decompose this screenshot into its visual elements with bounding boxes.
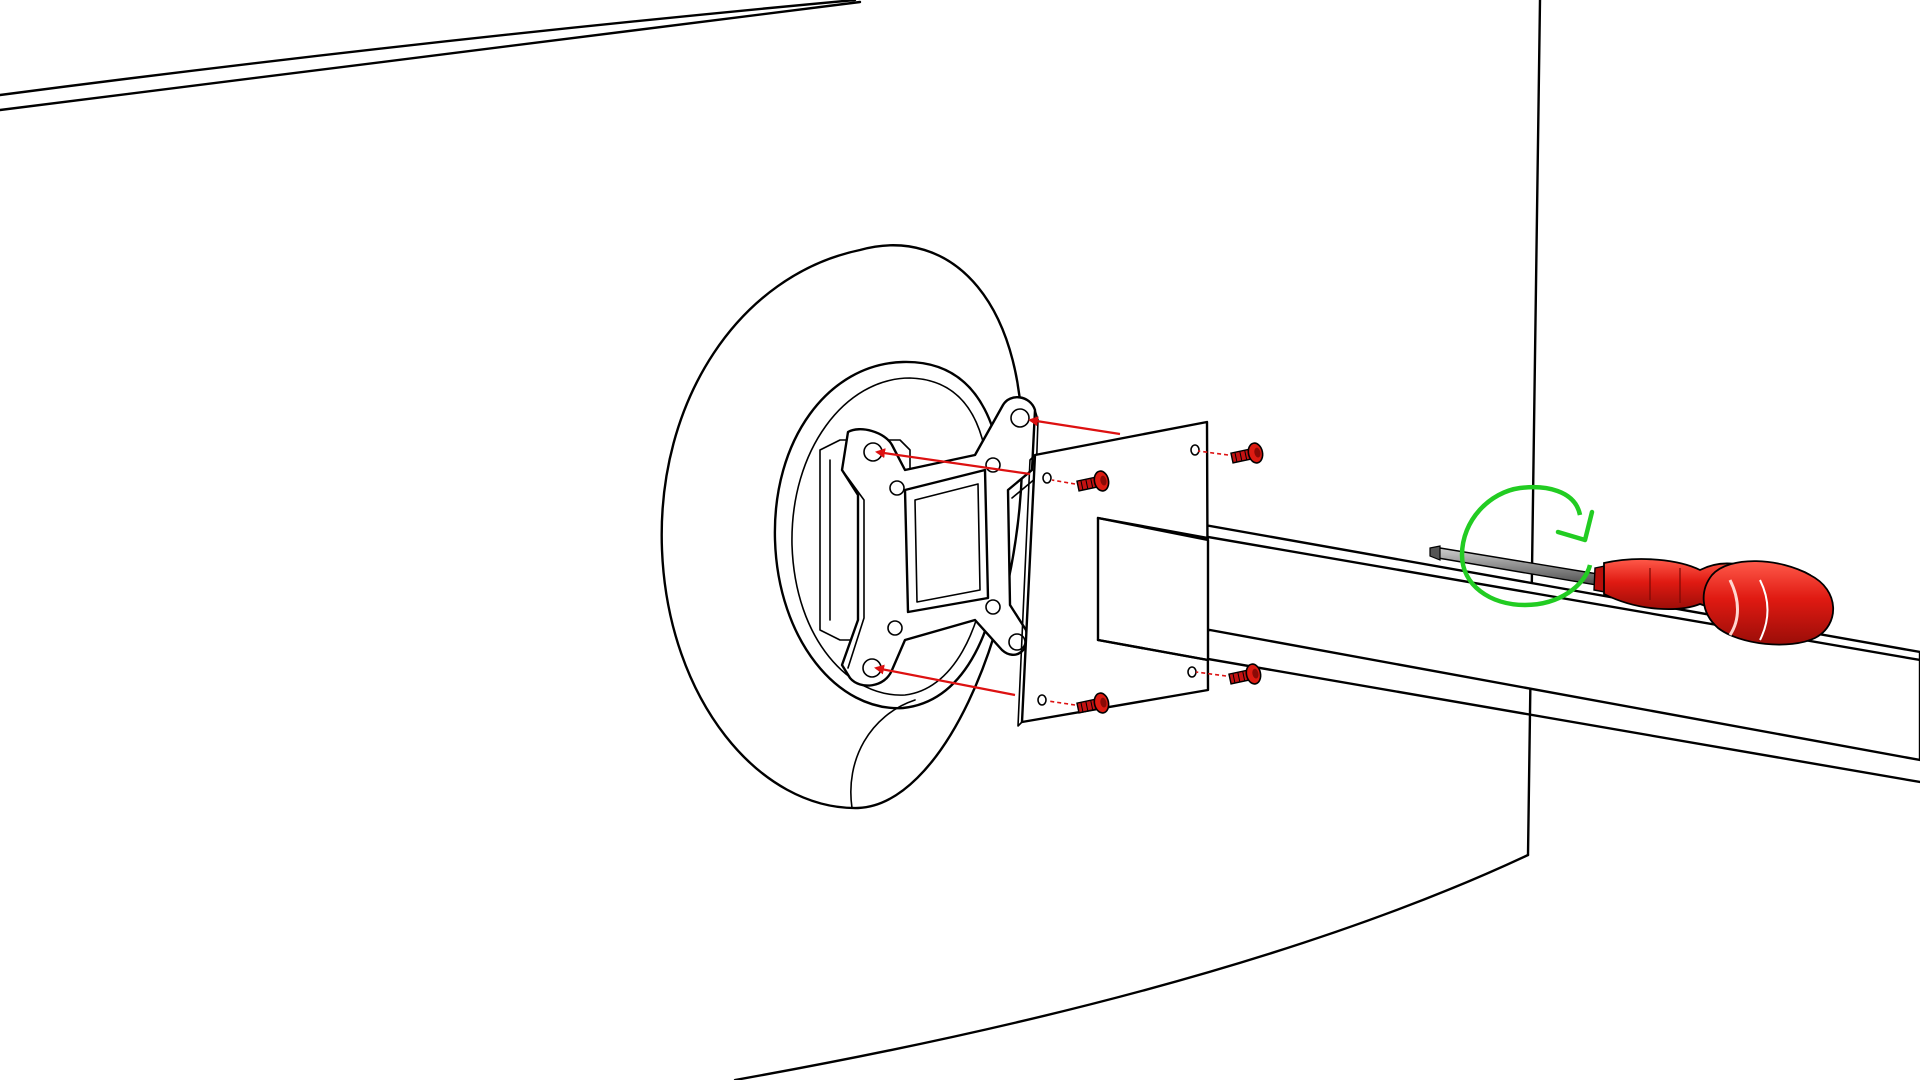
support-arm-front-bottom (1096, 638, 1210, 662)
guide-line (1047, 700, 1076, 706)
support-arm (1096, 508, 1920, 784)
insertion-arrow-icon (874, 664, 1016, 697)
screw-icon (1076, 692, 1110, 714)
vesa-bracket-edge-right (1011, 409, 1039, 499)
vesa-hole-inner-tl (889, 480, 905, 496)
vesa-hole-inner-bl (887, 620, 903, 636)
screwdriver-icon (1429, 545, 1835, 646)
mounting-plate (1017, 420, 1210, 727)
handle-highlight (1759, 579, 1769, 641)
screw-icon (1230, 442, 1264, 464)
vesa-bracket-opening-inner (914, 483, 981, 603)
handle-groove (1649, 568, 1681, 603)
handle-highlight (1728, 579, 1739, 636)
support-arm-front (1096, 516, 1210, 662)
plate-hole-bottom-right (1187, 666, 1197, 678)
vesa-bracket-edge-left (841, 469, 865, 669)
screws (1076, 442, 1264, 714)
vesa-bracket (840, 396, 1039, 687)
rotation-arrowhead (1555, 509, 1595, 543)
clockwise-rotation-icon (1459, 485, 1593, 608)
monitor-top-edge-outer (0, 0, 857, 97)
vesa-bracket-opening (903, 468, 990, 614)
recess-lower-arc (850, 699, 916, 809)
screw-icon (1076, 470, 1110, 492)
monitor-right-edge (1526, 0, 1542, 857)
support-arm-front-top (1096, 516, 1210, 540)
plate-hole-top-right (1190, 444, 1200, 456)
guide-line (1197, 450, 1229, 456)
screwdriver-tip (1429, 545, 1441, 561)
recess-outer-ring (660, 244, 1024, 810)
support-arm-bottom-edge (1096, 638, 1920, 784)
screw-icon (1228, 663, 1262, 685)
monitor-top-edge-inner (0, 0, 862, 112)
screwdriver-handle-end (1702, 560, 1835, 646)
insertion-arrows (874, 416, 1229, 706)
guide-line (1051, 479, 1076, 485)
insertion-arrow-icon (875, 448, 1031, 476)
insertion-arrow-icon (1028, 416, 1121, 436)
mounting-plate-thickness (1017, 454, 1036, 727)
monitor-back-panel (0, 0, 1542, 1080)
vesa-hole-inner-br (985, 599, 1001, 615)
plate-hole-top-left (1042, 472, 1052, 484)
plate-hole-bottom-left (1037, 694, 1047, 706)
vesa-hole-top-right (1010, 408, 1030, 428)
monitor-bottom-edge (733, 853, 1530, 1080)
guide-line (1195, 671, 1227, 677)
